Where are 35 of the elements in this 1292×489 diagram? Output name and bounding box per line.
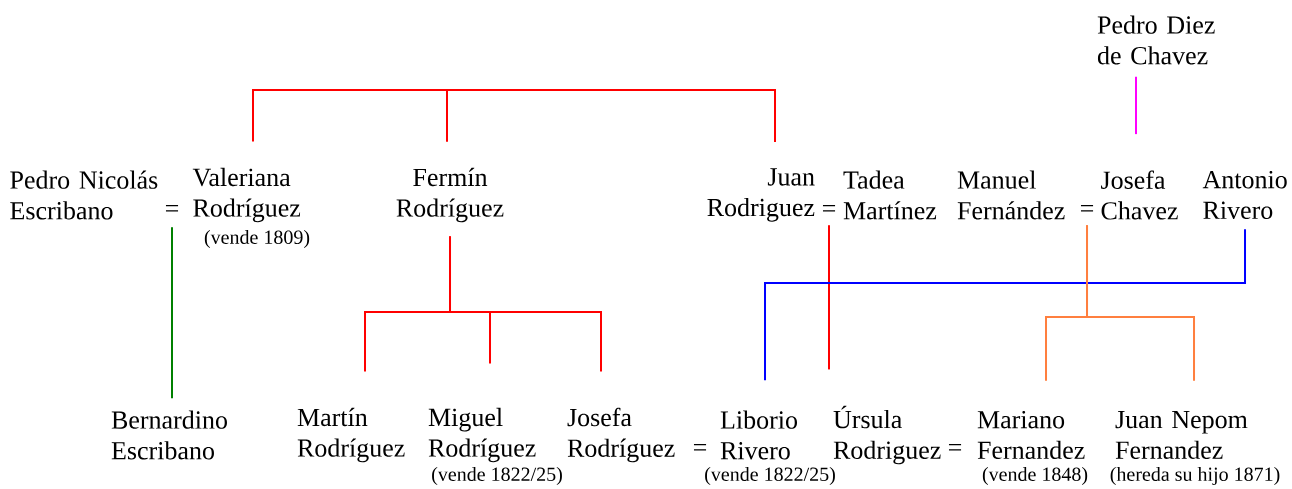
family-line: [171, 226, 173, 400]
person-name: Fermín Rodríguez: [396, 167, 504, 223]
family-line: [1086, 224, 1195, 382]
note-text: (vende 1848): [982, 466, 1088, 486]
person-name: Tadea Martínez: [843, 170, 937, 220]
person-name: Martín Rodríguez: [297, 407, 405, 463]
person-name: Liborio Rivero: [720, 410, 797, 460]
person-name: Pedro Nicolás Escribano: [10, 170, 158, 220]
equals-sign: =: [693, 444, 707, 451]
family-line: [828, 224, 830, 371]
family-line: [446, 89, 776, 144]
person-name: Josefa Chavez: [1101, 170, 1178, 220]
equals-sign: =: [1081, 205, 1094, 212]
family-line: [252, 89, 448, 143]
person-name: Pedro Diez de Chavez: [1097, 15, 1215, 65]
equals-sign: =: [165, 205, 179, 212]
person-name: Juan Nepom Fernandez: [1115, 411, 1248, 459]
family-line: [764, 228, 1246, 382]
equals-sign: =: [823, 205, 836, 212]
person-name: Mariano Fernandez: [977, 410, 1085, 460]
person-name: Juan Rodriguez: [707, 168, 815, 222]
person-name: Bernardino Escribano: [111, 410, 227, 460]
note-text: (vende 1822/25): [705, 466, 835, 486]
person-name: Manuel Fernández: [957, 170, 1065, 220]
family-line: [1135, 75, 1137, 136]
person-name: Josefa Rodríguez: [567, 407, 675, 463]
note-text: (hereda su hijo 1871): [1110, 466, 1280, 486]
note-text: (vende 1822/25): [432, 466, 562, 486]
note-text: (vende 1809): [204, 229, 310, 249]
person-name: Valeriana Rodríguez: [192, 167, 301, 223]
person-name: Miguel Rodríguez: [428, 407, 536, 463]
person-name: Úrsula Rodriguez: [833, 405, 941, 465]
equals-sign: =: [949, 444, 962, 451]
person-name: Antonio Rivero: [1202, 170, 1287, 220]
family-line: [449, 235, 602, 373]
